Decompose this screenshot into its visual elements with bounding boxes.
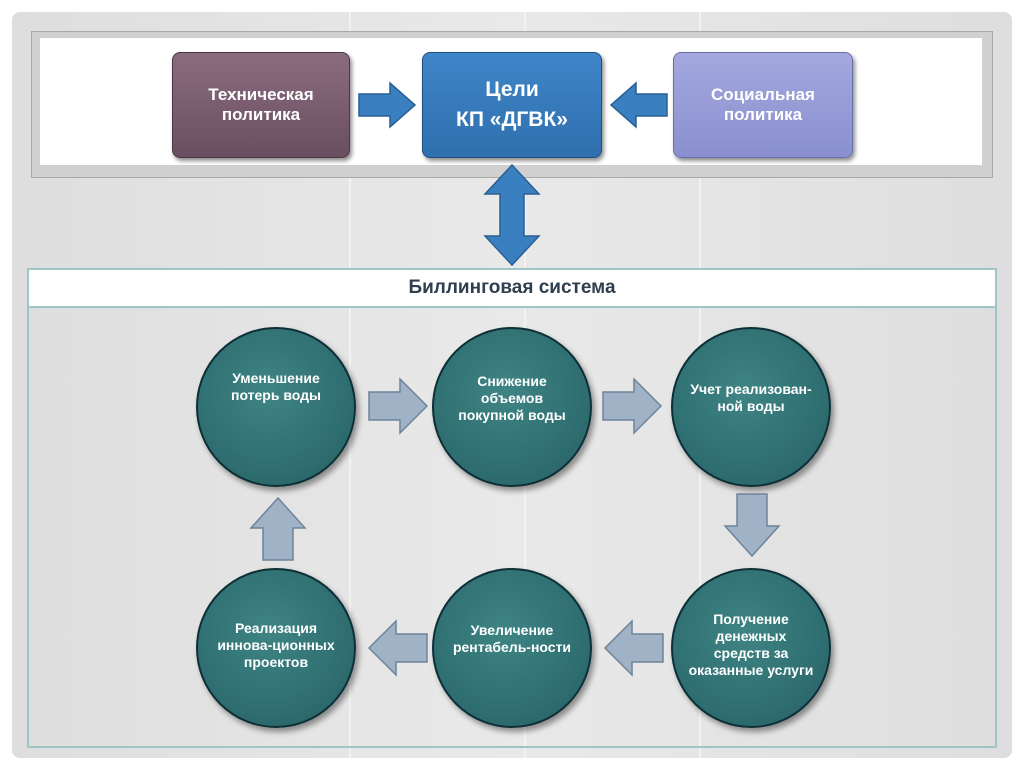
- billing-system-title: Биллинговая система: [29, 270, 995, 308]
- cycle-step-reduce-losses: Уменьшение потерь воды: [196, 327, 356, 487]
- goals-line2: КП «ДГВК»: [456, 108, 568, 131]
- billing-system-frame: [27, 268, 997, 748]
- cycle-step-label: Получение денежных средств за оказанные …: [688, 611, 814, 678]
- cycle-arrow-right-icon: [602, 377, 663, 435]
- arrow-left-social-to-goals-icon: [609, 81, 668, 129]
- cycle-step-reduce-purchased-water: Снижение объемов покупной воды: [432, 327, 592, 487]
- cycle-arrow-left-icon: [603, 619, 664, 677]
- social-policy-box: Социальная политика: [673, 52, 853, 158]
- cycle-step-receive-funds: Получение денежных средств за оказанные …: [671, 568, 831, 728]
- social-policy-line2: политика: [723, 105, 803, 124]
- cycle-step-label: Увеличение рентабель-ности: [452, 622, 572, 655]
- double-arrow-vertical-icon: [483, 163, 541, 267]
- arrow-right-tech-to-goals-icon: [358, 81, 417, 129]
- cycle-arrow-up-icon: [249, 496, 307, 561]
- cycle-arrow-right-icon: [368, 377, 429, 435]
- cycle-step-account-sold-water: Учет реализован-ной воды: [671, 327, 831, 487]
- goals-line1: Цели: [485, 78, 539, 101]
- social-policy-line1: Социальная: [711, 85, 815, 104]
- technical-policy-line1: Техническая: [208, 85, 314, 104]
- technical-policy-box: Техническая политика: [172, 52, 350, 158]
- cycle-step-label: Снижение объемов покупной воды: [458, 372, 566, 423]
- cycle-step-label: Реализация иннова-ционных проектов: [217, 619, 335, 670]
- cycle-step-label: Учет реализован-ной воды: [690, 381, 812, 414]
- goals-box: Цели КП «ДГВК»: [422, 52, 602, 158]
- cycle-arrow-left-icon: [367, 619, 428, 677]
- cycle-arrow-down-icon: [723, 493, 781, 558]
- cycle-step-increase-profitability: Увеличение рентабель-ности: [432, 568, 592, 728]
- cycle-step-innovation-projects: Реализация иннова-ционных проектов: [196, 568, 356, 728]
- technical-policy-line2: политика: [221, 105, 301, 124]
- cycle-step-label: Уменьшение потерь воды: [231, 370, 321, 403]
